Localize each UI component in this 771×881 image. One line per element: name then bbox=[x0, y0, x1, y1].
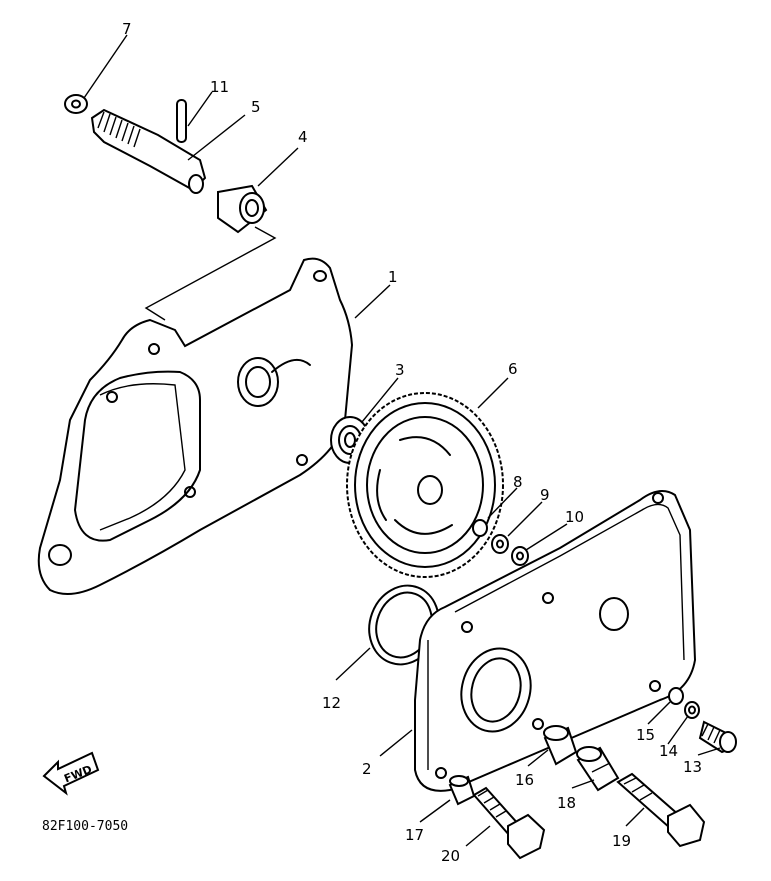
part-17-collar bbox=[448, 775, 476, 806]
label-part-12: 12 bbox=[322, 694, 341, 712]
catalog-code: 82F100-7050 bbox=[42, 819, 128, 834]
part-11-pin bbox=[176, 99, 187, 143]
part-8-ring bbox=[472, 519, 488, 537]
label-part-3: 3 bbox=[395, 361, 405, 379]
label-part-16: 16 bbox=[515, 771, 534, 789]
label-part-8: 8 bbox=[513, 473, 523, 491]
part-15-washer bbox=[668, 687, 684, 705]
label-part-17: 17 bbox=[405, 826, 424, 844]
part-10-washer bbox=[511, 546, 529, 566]
label-part-1: 1 bbox=[388, 268, 398, 286]
leader-lines bbox=[83, 34, 721, 847]
label-part-2: 2 bbox=[362, 760, 372, 778]
label-part-6: 6 bbox=[508, 360, 518, 378]
label-part-10: 10 bbox=[565, 508, 584, 526]
part-1-housing-gasket bbox=[37, 257, 354, 595]
part-7-washer bbox=[64, 94, 88, 114]
label-part-19: 19 bbox=[612, 832, 631, 850]
part-2-cover-plate bbox=[414, 490, 697, 792]
label-part-18: 18 bbox=[557, 794, 576, 812]
part-13-bolt bbox=[698, 720, 737, 754]
part-20-bolt bbox=[472, 786, 546, 860]
label-part-14: 14 bbox=[659, 742, 678, 760]
part-19-bolt bbox=[616, 772, 706, 848]
label-part-9: 9 bbox=[540, 486, 550, 504]
label-part-7: 7 bbox=[122, 20, 132, 38]
part-4-bushing bbox=[217, 184, 268, 234]
label-part-20: 20 bbox=[441, 847, 460, 865]
part-9-washer bbox=[491, 534, 509, 554]
label-part-15: 15 bbox=[636, 726, 655, 744]
part-5-shaft bbox=[90, 108, 207, 194]
label-part-4: 4 bbox=[298, 128, 308, 146]
label-part-13: 13 bbox=[683, 758, 702, 776]
part-18-collar bbox=[576, 746, 620, 792]
label-part-5: 5 bbox=[251, 98, 261, 116]
label-part-11: 11 bbox=[210, 78, 229, 96]
fwd-arrow-icon: FWD bbox=[42, 751, 100, 796]
part-6-gear bbox=[346, 392, 504, 578]
part-14-washer bbox=[684, 701, 700, 719]
part-16-collar bbox=[543, 725, 578, 766]
assembly-bracket-line bbox=[144, 226, 277, 321]
